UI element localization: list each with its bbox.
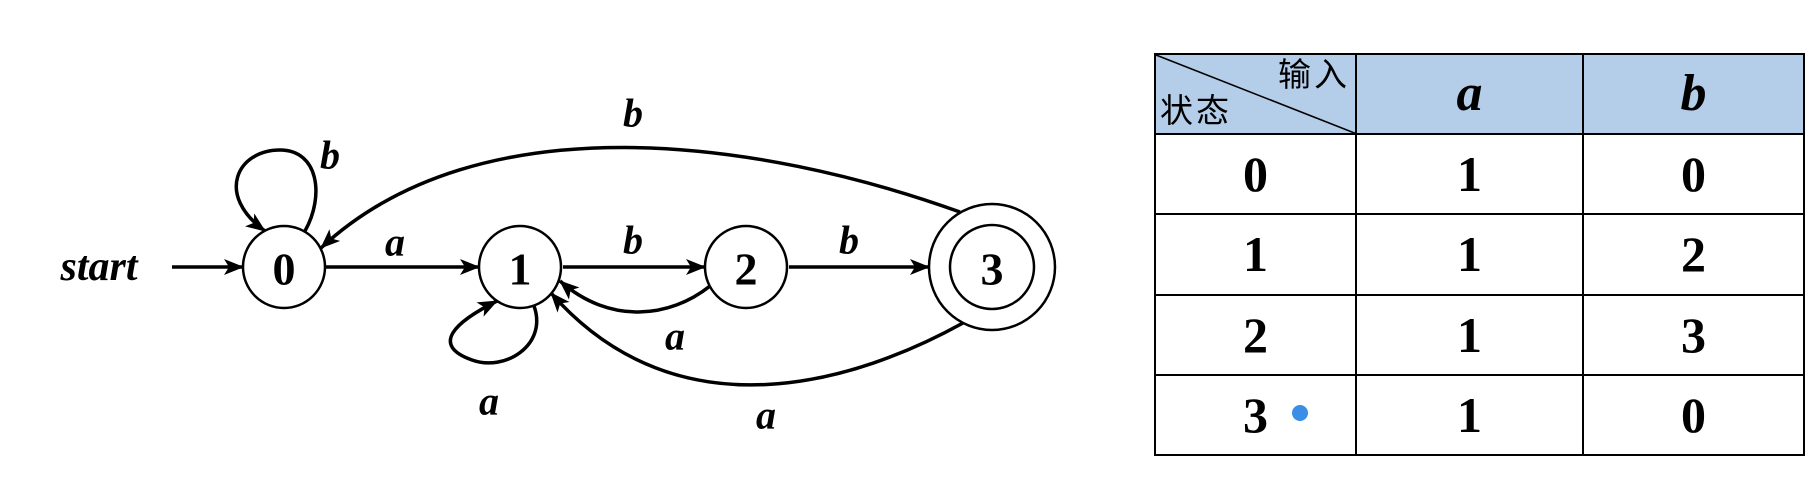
row-b-cell: 2 xyxy=(1582,213,1805,296)
edge-2-to-3-label: b xyxy=(839,218,859,263)
row-a-cell: 1 xyxy=(1355,373,1584,457)
edge-2-to-1 xyxy=(558,279,712,314)
state-0-circle xyxy=(241,224,327,310)
edge-1-to-2-label: b xyxy=(623,218,643,263)
state-0-label: 0 xyxy=(273,244,296,295)
state-3-accepting: 3 xyxy=(927,202,1057,332)
state-3-label: 3 xyxy=(981,244,1004,295)
row-a-cell: 1 xyxy=(1355,133,1584,216)
row-state-label: 2 xyxy=(1243,306,1268,363)
column-header-b: b xyxy=(1582,52,1805,136)
row-b-cell: 3 xyxy=(1582,293,1805,376)
state-header-label: 状态 xyxy=(1160,91,1232,131)
dfa-state-diagram: start 0 1 2 3 b a a b a b a b xyxy=(59,91,1057,438)
row-state-cell: 3 xyxy=(1154,373,1357,457)
row-state-label: 0 xyxy=(1243,146,1268,203)
edge-0-to-1-label: a xyxy=(385,220,405,265)
row-state-label: 1 xyxy=(1243,226,1268,283)
row-b-cell: 0 xyxy=(1582,133,1805,216)
row-marker-dot xyxy=(1292,404,1308,421)
table-row: 1 1 2 xyxy=(1154,213,1805,296)
row-b-cell: 0 xyxy=(1582,373,1805,457)
state-2: 2 xyxy=(703,224,789,310)
edge-1-to-1-label: a xyxy=(479,379,499,424)
state-3-inner-circle xyxy=(948,223,1036,311)
corner-diagonal-line xyxy=(1156,55,1355,133)
input-header-label: 输入 xyxy=(1278,55,1350,94)
state-2-label: 2 xyxy=(735,244,758,295)
state-1-label: 1 xyxy=(509,244,532,295)
edge-1-to-1 xyxy=(448,299,539,365)
row-a-cell: 1 xyxy=(1355,293,1584,376)
row-state-cell: 2 xyxy=(1154,293,1357,376)
row-state-cell: 0 xyxy=(1154,133,1357,216)
row-state-label: 3 xyxy=(1243,386,1268,443)
state-1: 1 xyxy=(477,224,563,310)
table-header-row: 输入 状态 a b xyxy=(1154,52,1805,136)
edge-3-to-0 xyxy=(319,145,961,250)
table-row: 0 1 0 xyxy=(1154,133,1805,216)
row-a-cell: 1 xyxy=(1355,213,1584,296)
table-row: 3 1 0 xyxy=(1154,373,1805,457)
start-label: start xyxy=(59,244,138,290)
edge-2-to-1-label: a xyxy=(665,314,685,359)
edge-3-to-1-label: a xyxy=(756,393,776,438)
edge-0-to-0-label: b xyxy=(320,133,340,178)
row-state-cell: 1 xyxy=(1154,213,1357,296)
column-header-a: a xyxy=(1355,52,1584,136)
state-0: 0 xyxy=(241,224,327,310)
table-row: 2 1 3 xyxy=(1154,293,1805,376)
state-2-circle xyxy=(703,224,789,310)
edge-3-to-0-label: b xyxy=(623,91,643,136)
state-1-circle xyxy=(477,224,563,310)
edge-3-to-1 xyxy=(549,291,964,387)
edge-0-to-0 xyxy=(234,148,318,233)
transition-table: 输入 状态 a b 0 1 0 1 1 2 2 1 3 3 1 xyxy=(1154,52,1805,457)
corner-header-cell: 输入 状态 xyxy=(1154,52,1357,136)
